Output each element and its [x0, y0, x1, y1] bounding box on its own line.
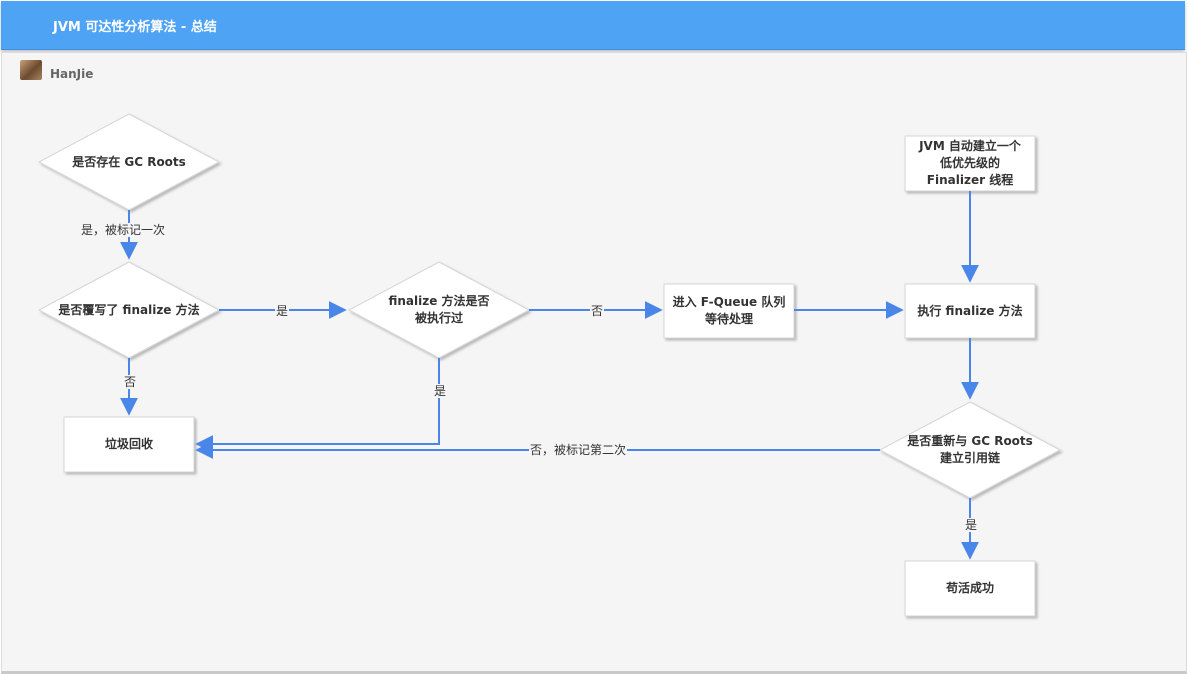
label-create-thread: JVM 自动建立一个 低优先级的 Finalizer 线程 — [919, 139, 1021, 187]
label-survive: 苟活成功 — [945, 581, 994, 595]
label-fqueue: 进入 F-Queue 队列 等待处理 — [672, 295, 786, 326]
label-gc-roots: 是否存在 GC Roots — [72, 154, 186, 169]
process-fqueue[interactable] — [663, 283, 795, 339]
label-reconnect: 是否重新与 GC Roots 建立引用链 — [907, 434, 1033, 465]
avatar — [20, 60, 42, 80]
arrow-executed-to-gc — [195, 358, 440, 453]
edge-label-yes-gc: 是 — [433, 384, 448, 398]
edge-label-yes-executed: 是 — [275, 304, 290, 318]
page-title: JVM 可达性分析算法 - 总结 — [53, 20, 217, 35]
label-executed: finalize 方法是否 被执行过 — [388, 294, 490, 325]
edge-label-yes-survive: 是 — [964, 518, 979, 532]
edge-label-no-gc: 否 — [123, 375, 138, 389]
label-gc: 垃圾回收 — [104, 437, 153, 451]
title-bar: JVM 可达性分析算法 - 总结 — [1, 1, 1185, 50]
label-overridden: 是否覆写了 finalize 方法 — [58, 302, 200, 317]
edge-label-marked-once: 是，被标记一次 — [80, 223, 167, 237]
process-survive[interactable] — [904, 560, 1036, 617]
process-create-thread[interactable] — [904, 135, 1036, 192]
edge-label-no-fqueue: 否 — [590, 304, 605, 318]
edge-label-marked-twice: 否，被标记第二次 — [529, 443, 628, 457]
process-gc[interactable] — [63, 416, 195, 473]
label-exec-finalize: 执行 finalize 方法 — [917, 303, 1023, 318]
author-name: HanJie — [50, 67, 94, 81]
